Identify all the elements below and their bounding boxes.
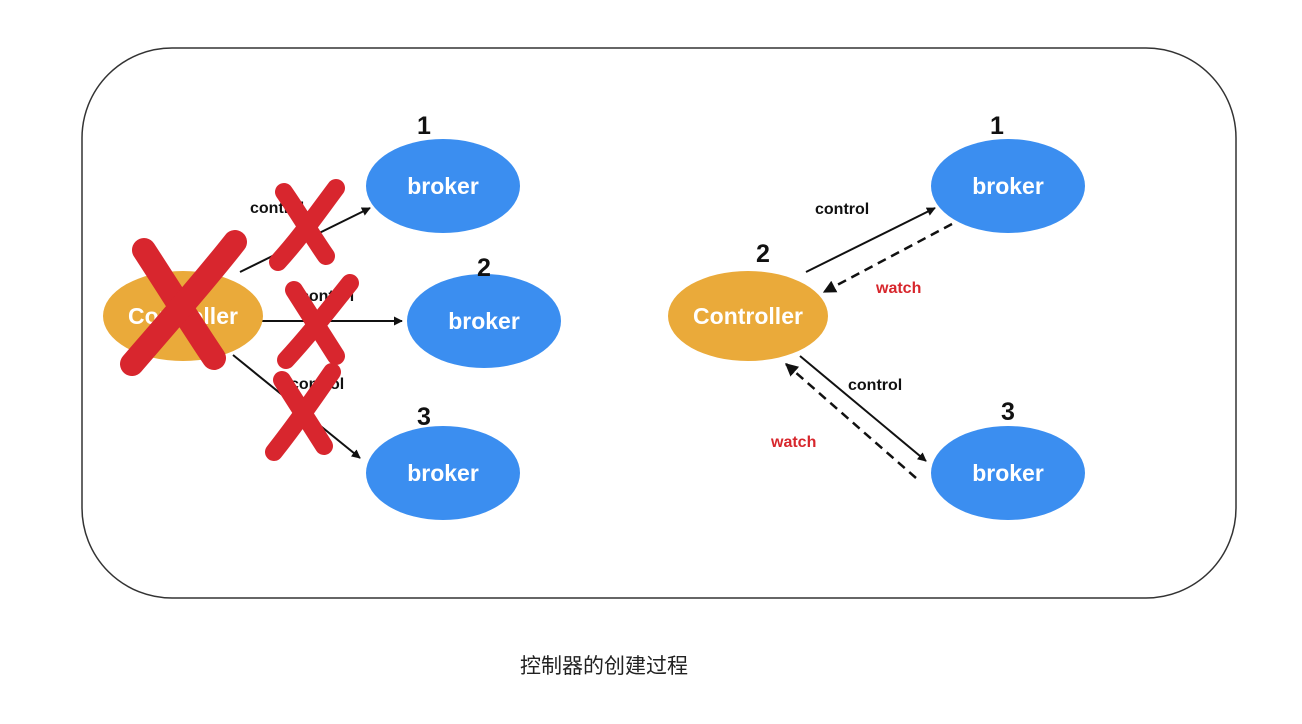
right-broker-label-1: broker xyxy=(972,173,1044,199)
left-broker-number-1: 1 xyxy=(417,112,431,140)
left-broker-node-1 xyxy=(366,139,520,233)
right-broker-node-1 xyxy=(931,139,1085,233)
controller-failure-cross-icon xyxy=(120,230,247,376)
right-watch-label-1: watch xyxy=(875,280,921,297)
edge-failure-cross-icon-2 xyxy=(277,274,359,369)
right-control-arrow-3 xyxy=(799,355,927,462)
right-watch-label-3: watch xyxy=(770,434,816,451)
left-broker-node-3 xyxy=(366,426,520,520)
right-controller-node xyxy=(668,271,828,361)
left-broker-label-3: broker xyxy=(407,460,479,486)
left-broker-number-2: 2 xyxy=(477,254,491,282)
right-control-label-1: control xyxy=(815,201,869,218)
left-panel: control control control broker 1 broker … xyxy=(103,112,561,520)
right-panel: control control watch watch broker 1 bro… xyxy=(668,112,1085,520)
left-broker-label-1: broker xyxy=(407,173,479,199)
right-watch-arrow-1 xyxy=(822,222,953,294)
right-broker-number-3: 3 xyxy=(1001,398,1015,426)
diagram-caption: 控制器的创建过程 xyxy=(520,654,688,678)
right-controller-label: Controller xyxy=(693,303,803,329)
right-broker-node-3 xyxy=(931,426,1085,520)
left-broker-label-2: broker xyxy=(448,308,520,334)
right-broker-number-1: 1 xyxy=(990,112,1004,140)
left-broker-number-3: 3 xyxy=(417,403,431,431)
edge-failure-cross-icon-3 xyxy=(265,363,341,461)
edge-failure-cross-icon-1 xyxy=(269,179,345,271)
right-broker-label-3: broker xyxy=(972,460,1044,486)
diagram-frame xyxy=(81,47,1237,599)
right-control-arrow-1 xyxy=(805,207,936,273)
left-broker-node-2 xyxy=(407,274,561,368)
right-control-label-3: control xyxy=(848,377,902,394)
right-controller-number: 2 xyxy=(756,240,770,268)
